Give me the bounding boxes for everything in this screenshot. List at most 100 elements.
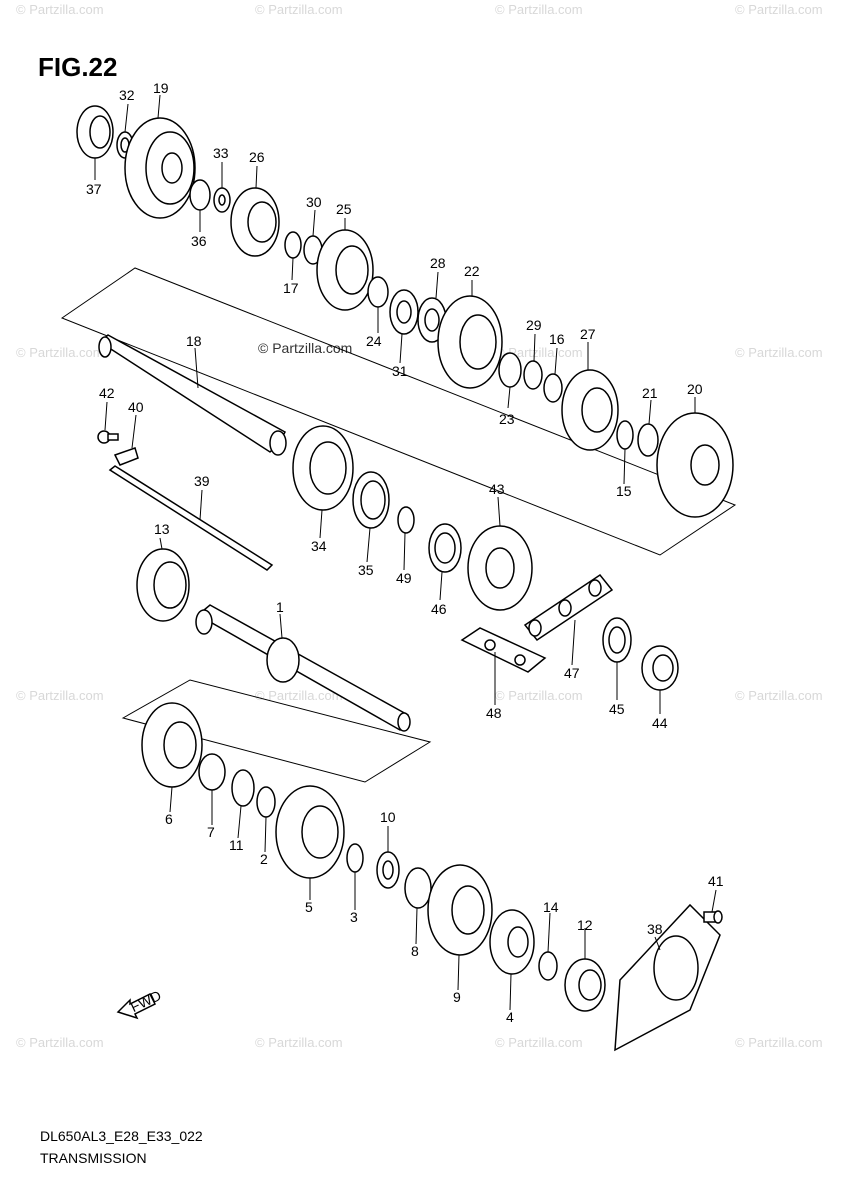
watermark: © Partzilla.com xyxy=(495,688,583,703)
callout-49: 49 xyxy=(396,570,412,586)
bearing-retainer-38 xyxy=(614,903,721,1052)
washer-21 xyxy=(637,423,659,457)
watermark: © Partzilla.com xyxy=(16,688,104,703)
watermark: © Partzilla.com xyxy=(255,688,343,703)
watermark: © Partzilla.com xyxy=(255,2,343,17)
callout-39: 39 xyxy=(194,473,210,489)
fwd-label: FWD xyxy=(128,987,164,1015)
callout-38: 38 xyxy=(647,921,663,937)
callout-37: 37 xyxy=(86,181,102,197)
bearing-13 xyxy=(136,548,190,622)
callout-48: 48 xyxy=(486,705,502,721)
gear-22 xyxy=(437,295,503,389)
callout-35: 35 xyxy=(358,562,374,578)
callout-5: 5 xyxy=(305,899,313,915)
callout-21: 21 xyxy=(642,385,658,401)
washer-10 xyxy=(376,851,400,889)
callout-24: 24 xyxy=(366,333,382,349)
countershaft-frame xyxy=(60,267,737,556)
bearing-12 xyxy=(564,958,606,1012)
callout-23: 23 xyxy=(499,411,515,427)
bearing-37 xyxy=(76,105,114,159)
callout-26: 26 xyxy=(249,149,265,165)
callout-7: 7 xyxy=(207,824,215,840)
oil-seal-35 xyxy=(352,471,390,529)
callout-34: 34 xyxy=(311,538,327,554)
callout-45: 45 xyxy=(609,701,625,717)
o-ring-49 xyxy=(397,506,415,534)
bolt-42 xyxy=(97,430,119,444)
callout-30: 30 xyxy=(306,194,322,210)
gear-26 xyxy=(230,187,280,257)
callout-2: 2 xyxy=(260,851,268,867)
gear-6 xyxy=(141,702,203,788)
callout-11: 11 xyxy=(229,837,244,853)
callout-43: 43 xyxy=(489,481,505,497)
circlip-15 xyxy=(616,420,634,450)
callout-46: 46 xyxy=(431,601,447,617)
callout-33: 33 xyxy=(213,145,229,161)
gear-19 xyxy=(124,117,196,219)
gear-20 xyxy=(656,412,734,518)
washer-11 xyxy=(231,769,255,807)
watermark: © Partzilla.com xyxy=(255,1035,343,1050)
callout-44: 44 xyxy=(652,715,668,731)
gear-5 xyxy=(275,785,345,879)
collar-46 xyxy=(428,523,462,573)
callout-10: 10 xyxy=(380,809,396,825)
callout-47: 47 xyxy=(564,665,580,681)
diagram-code: DL650AL3_E28_E33_022 xyxy=(40,1128,203,1144)
watermark: © Partzilla.com xyxy=(16,345,104,360)
diagram-subtitle: TRANSMISSION xyxy=(40,1150,147,1166)
circlip-17 xyxy=(284,231,302,259)
callout-3: 3 xyxy=(350,909,358,925)
callout-19: 19 xyxy=(153,80,169,96)
watermark: © Partzilla.com xyxy=(735,345,823,360)
leader-lines xyxy=(94,94,717,1011)
callout-14: 14 xyxy=(543,899,559,915)
watermark: © Partzilla.com xyxy=(735,688,823,703)
washer-14 xyxy=(538,951,558,981)
callout-41: 41 xyxy=(708,873,724,889)
bearing-34 xyxy=(292,425,354,511)
callout-9: 9 xyxy=(453,989,461,1005)
gear-9 xyxy=(427,864,493,956)
countershaft-18 xyxy=(98,334,287,456)
washer-29 xyxy=(523,360,543,390)
washer-45 xyxy=(602,617,632,663)
watermark: © Partzilla.com xyxy=(16,1035,104,1050)
callout-28: 28 xyxy=(430,255,446,271)
callout-20: 20 xyxy=(687,381,703,397)
callout-31: 31 xyxy=(392,363,408,379)
nut-44 xyxy=(641,645,679,691)
bushing-24 xyxy=(367,276,389,308)
gear-27 xyxy=(561,369,619,451)
callout-4: 4 xyxy=(506,1009,514,1025)
callout-36: 36 xyxy=(191,233,207,249)
bushing-7 xyxy=(198,753,226,791)
gear-25 xyxy=(316,229,374,311)
watermark: © Partzilla.com xyxy=(735,2,823,17)
callout-8: 8 xyxy=(411,943,419,959)
callout-42: 42 xyxy=(99,385,115,401)
callout-29: 29 xyxy=(526,317,542,333)
chain-47 xyxy=(523,573,614,642)
circlip-2 xyxy=(256,786,276,818)
callout-27: 27 xyxy=(580,326,596,342)
callout-18: 18 xyxy=(186,333,202,349)
callout-12: 12 xyxy=(577,917,593,933)
callout-32: 32 xyxy=(119,87,135,103)
forward-arrow-icon: FWD xyxy=(116,987,164,1020)
callout-15: 15 xyxy=(616,483,632,499)
circlip-3 xyxy=(346,843,364,873)
watermark: © Partzilla.com xyxy=(495,1035,583,1050)
chain-joint-48 xyxy=(460,627,547,673)
callout-16: 16 xyxy=(549,331,565,347)
figure-title: FIG.22 xyxy=(38,52,118,82)
bushing-8 xyxy=(404,867,432,909)
callout-13: 13 xyxy=(154,521,170,537)
circlip-16 xyxy=(543,373,563,403)
watermark: © Partzilla.com xyxy=(495,2,583,17)
callout-6: 6 xyxy=(165,811,173,827)
